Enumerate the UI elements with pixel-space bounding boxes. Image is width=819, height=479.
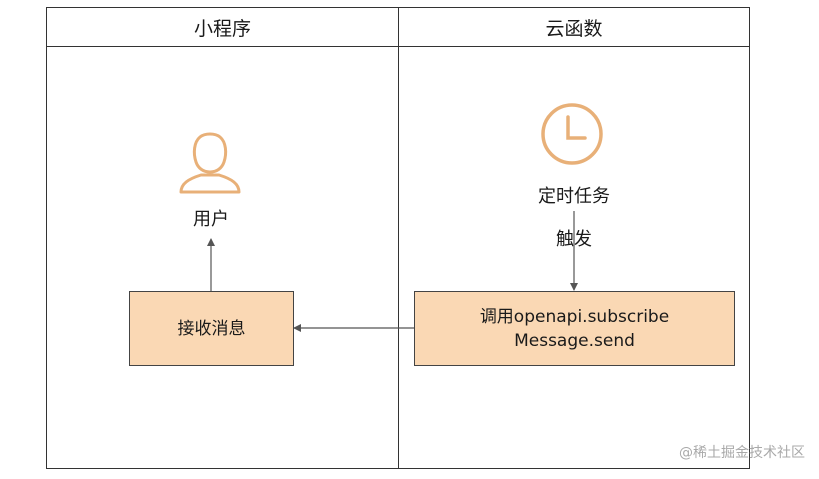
timer-task-label: 定时任务: [538, 186, 610, 207]
send-message-text-line2: Message.send: [514, 330, 635, 351]
send-message-text-line1: 调用openapi.subscribe: [479, 306, 670, 327]
watermark: @稀土掘金技术社区: [679, 445, 805, 461]
trigger-label: 触发: [556, 229, 592, 250]
send-message-box: 调用openapi.subscribe Message.send: [414, 291, 735, 366]
user-icon: [179, 132, 241, 194]
user-label: 用户: [193, 209, 229, 230]
column-title-cloud-function: 云函数: [545, 17, 603, 40]
column-divider: [398, 7, 399, 469]
receive-message-box: 接收消息: [129, 291, 294, 366]
receive-message-text: 接收消息: [177, 318, 246, 339]
column-title-miniprogram: 小程序: [193, 17, 251, 40]
header-divider: [46, 46, 750, 47]
clock-icon: [541, 103, 603, 165]
